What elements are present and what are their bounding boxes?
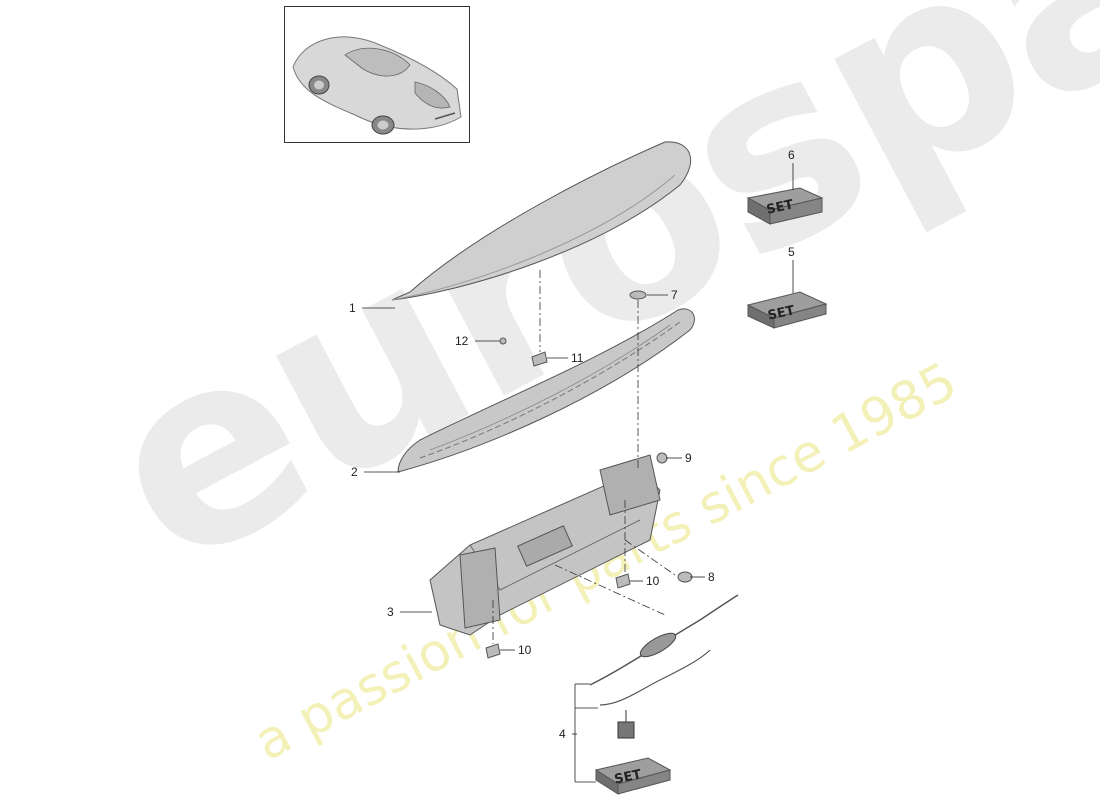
set-box-6: SET bbox=[746, 187, 824, 225]
callout-2: 2 bbox=[351, 465, 358, 479]
set-label-6: SET bbox=[765, 197, 795, 217]
callout-3: 3 bbox=[387, 605, 394, 619]
callout-11: 11 bbox=[571, 351, 584, 365]
set-box-4: SET bbox=[594, 757, 672, 795]
callout-10-upper: 10 bbox=[646, 574, 660, 588]
callout-9: 9 bbox=[685, 451, 692, 465]
set-label-4: SET bbox=[613, 767, 643, 787]
callout-4: 4 bbox=[559, 727, 566, 741]
vehicle-thumbnail bbox=[284, 6, 470, 143]
callout-10-lower: 10 bbox=[518, 643, 532, 657]
part-12-screw bbox=[499, 337, 507, 345]
part-spoiler bbox=[391, 141, 692, 301]
callout-1: 1 bbox=[349, 301, 356, 315]
callout-5: 5 bbox=[788, 245, 795, 259]
callout-12: 12 bbox=[455, 334, 469, 348]
callout-7: 7 bbox=[671, 288, 678, 302]
part-cable-assembly bbox=[589, 594, 739, 739]
part-8-bushing bbox=[677, 571, 693, 583]
set-label-5: SET bbox=[766, 303, 796, 323]
car-illustration bbox=[292, 36, 462, 135]
callout-8: 8 bbox=[708, 570, 715, 584]
part-9-nut bbox=[656, 452, 668, 464]
set-box-5: SET bbox=[746, 291, 828, 329]
part-7-grommet bbox=[629, 290, 647, 300]
reference-lines bbox=[492, 270, 676, 644]
callout-6: 6 bbox=[788, 148, 795, 162]
part-11-clip bbox=[531, 351, 548, 367]
part-10-clip-upper bbox=[615, 573, 631, 589]
part-drive-unit bbox=[429, 454, 661, 636]
part-spoiler-frame bbox=[397, 308, 695, 473]
part-10-clip-lower bbox=[485, 643, 501, 659]
leader-lines bbox=[362, 163, 794, 783]
